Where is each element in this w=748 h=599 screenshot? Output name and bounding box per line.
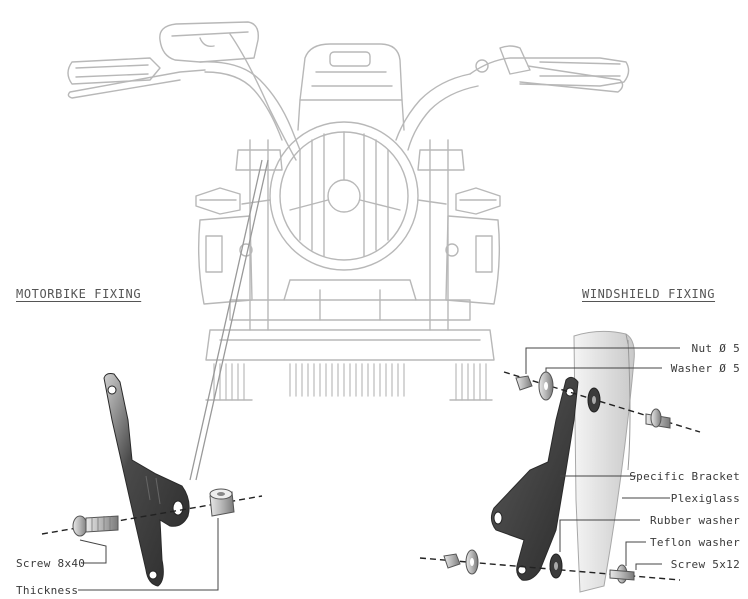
right-windshield-assembly [419, 330, 701, 593]
thickness-spacer-part [209, 488, 235, 517]
specific-bracket [490, 376, 579, 581]
nut-label: Nut Ø 5 [691, 342, 740, 355]
thickness-label: Thickness [16, 584, 79, 597]
screw-8x40-label: Screw 8x40 [16, 557, 86, 570]
rubber-washer-leader [559, 519, 640, 552]
specific-bracket-label: Specific Bracket [629, 470, 740, 483]
teflon-washer-leader [625, 541, 646, 566]
windshield-fixing-heading: WINDSHIELD FIXING [582, 287, 716, 301]
teflon-washer-label: Teflon washer [650, 536, 740, 549]
screw-5x12-part [609, 564, 635, 584]
screw-8x40-part [72, 515, 119, 537]
nut-leader [525, 347, 680, 374]
motorbike-fixing-heading: MOTORBIKE FIXING [16, 287, 142, 301]
screw-5x12-leader [635, 563, 662, 570]
motorbike-front-illustration [67, 21, 630, 401]
screw-8x40-leader [79, 539, 107, 564]
washer-leader [545, 367, 662, 372]
mounting-rod [189, 159, 269, 481]
screw-5x12-label: Screw 5x12 [670, 558, 740, 571]
plexiglass-panel [573, 330, 635, 593]
rubber-washer-label: Rubber washer [650, 514, 740, 527]
plexiglass-label: Plexiglass [670, 492, 740, 505]
washer-label: Washer Ø 5 [670, 362, 740, 375]
thickness-leader [78, 518, 219, 591]
nut-part [515, 375, 533, 391]
left-axis-line [41, 495, 263, 535]
left-bracket-assembly [41, 373, 263, 591]
